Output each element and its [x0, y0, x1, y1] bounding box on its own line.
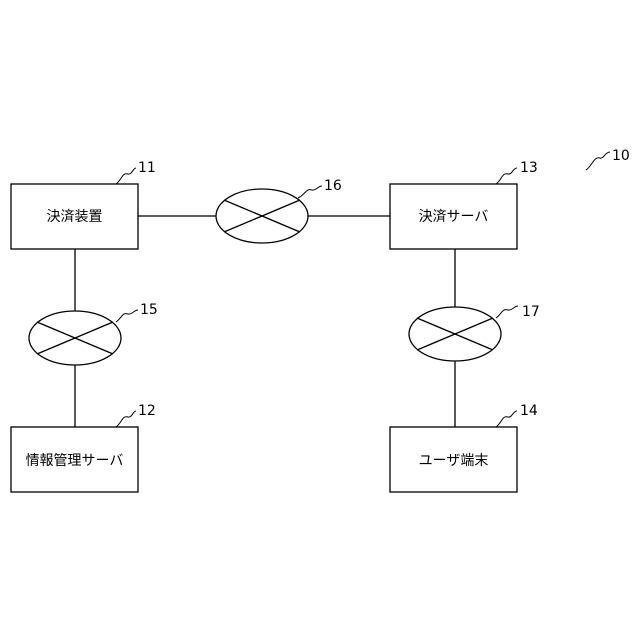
info-mgmt-server-leader	[116, 411, 136, 427]
info-mgmt-server-ref: 12	[138, 403, 156, 419]
system-leader-line	[586, 152, 610, 170]
node-payment-device: 決済装置 11	[11, 160, 156, 249]
system-ref-label: 10	[612, 148, 630, 164]
info-mgmt-server-label: 情報管理サーバ	[26, 453, 124, 469]
payment-server-ref: 13	[520, 160, 538, 176]
network-16: 16	[216, 178, 342, 243]
payment-device-ref: 11	[138, 160, 156, 176]
network-16-ref: 16	[324, 178, 342, 194]
payment-device-label: 決済装置	[47, 209, 103, 225]
network-16-leader	[298, 186, 322, 198]
node-payment-server: 決済サーバ 13	[390, 160, 538, 249]
user-terminal-ref: 14	[520, 403, 538, 419]
payment-device-leader	[116, 168, 136, 184]
node-user-terminal: ユーザ端末 14	[390, 403, 538, 492]
payment-server-label: 決済サーバ	[419, 209, 489, 225]
network-15: 15	[29, 302, 158, 365]
network-15-leader	[116, 310, 138, 322]
system-reference: 10	[586, 148, 630, 170]
network-17-leader	[496, 306, 518, 318]
payment-server-leader	[496, 168, 517, 184]
user-terminal-label: ユーザ端末	[419, 453, 489, 469]
network-17: 17	[409, 304, 540, 361]
network-17-ref: 17	[522, 304, 540, 320]
network-15-ref: 15	[140, 302, 158, 318]
user-terminal-leader	[496, 411, 517, 427]
node-info-mgmt-server: 情報管理サーバ 12	[11, 403, 156, 492]
